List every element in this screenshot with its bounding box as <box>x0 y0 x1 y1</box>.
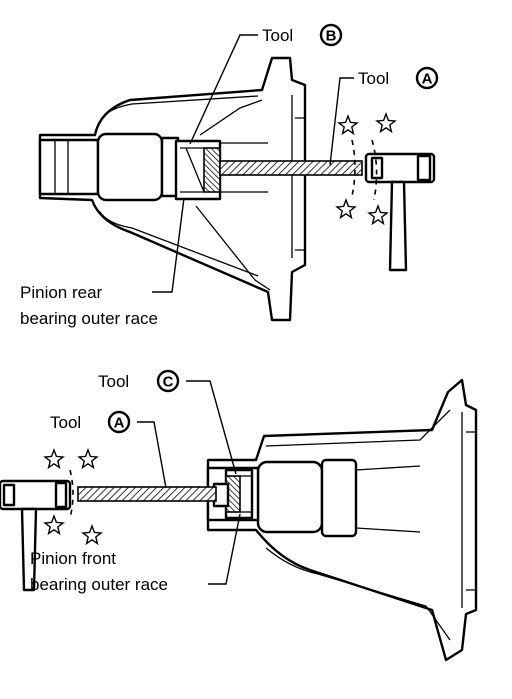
impact-star-icon <box>337 114 359 136</box>
top-label-tool-a: Tool A <box>329 66 439 166</box>
top-label-pinion-rear: Pinion rear bearing outer race <box>20 197 185 328</box>
bottom-impact-stars <box>43 448 103 546</box>
bottom-hammer <box>0 479 72 592</box>
label-tool-c-letter: C <box>163 374 174 391</box>
top-tool-b <box>174 139 222 201</box>
label-pinion-front-line1: Pinion front <box>30 549 116 568</box>
impact-star-icon <box>335 198 357 220</box>
top-tool-a-rod <box>219 160 363 176</box>
label-tool-b-letter: B <box>326 28 337 45</box>
impact-star-icon <box>43 514 65 536</box>
bottom-label-tool-a: Tool A <box>50 410 167 489</box>
impact-star-icon <box>77 448 99 470</box>
label-pinion-rear-line1: Pinion rear <box>20 283 103 302</box>
label-tool-a-letter: A <box>422 71 433 88</box>
label-tool-a-text: Tool <box>358 69 389 88</box>
impact-star-icon <box>367 204 389 226</box>
label-tool-a-bottom-text: Tool <box>50 413 81 432</box>
label-tool-a-bottom-letter: A <box>114 415 125 432</box>
impact-star-icon <box>81 524 103 546</box>
bottom-tool-a-rod <box>77 486 217 502</box>
top-carrier-housing <box>38 56 307 322</box>
bottom-illustration: Tool C Tool A Pinion front bearing outer… <box>0 369 478 662</box>
top-hammer <box>364 152 436 272</box>
top-label-tool-b: Tool B <box>189 23 343 145</box>
impact-star-icon <box>375 112 397 134</box>
label-pinion-rear-line2: bearing outer race <box>20 309 158 328</box>
bottom-label-pinion-front: Pinion front bearing outer race <box>30 513 241 594</box>
label-tool-c-text: Tool <box>98 372 129 391</box>
label-pinion-front-line2: bearing outer race <box>30 575 168 594</box>
bottom-label-tool-c: Tool C <box>98 369 237 475</box>
bottom-tool-c <box>212 468 254 520</box>
label-tool-b-text: Tool <box>262 26 293 45</box>
top-impact-stars <box>335 112 397 226</box>
top-illustration: Tool B Tool A Pinion rear bearing outer … <box>20 23 439 328</box>
bottom-carrier-housing <box>206 378 478 662</box>
impact-star-icon <box>43 448 65 470</box>
